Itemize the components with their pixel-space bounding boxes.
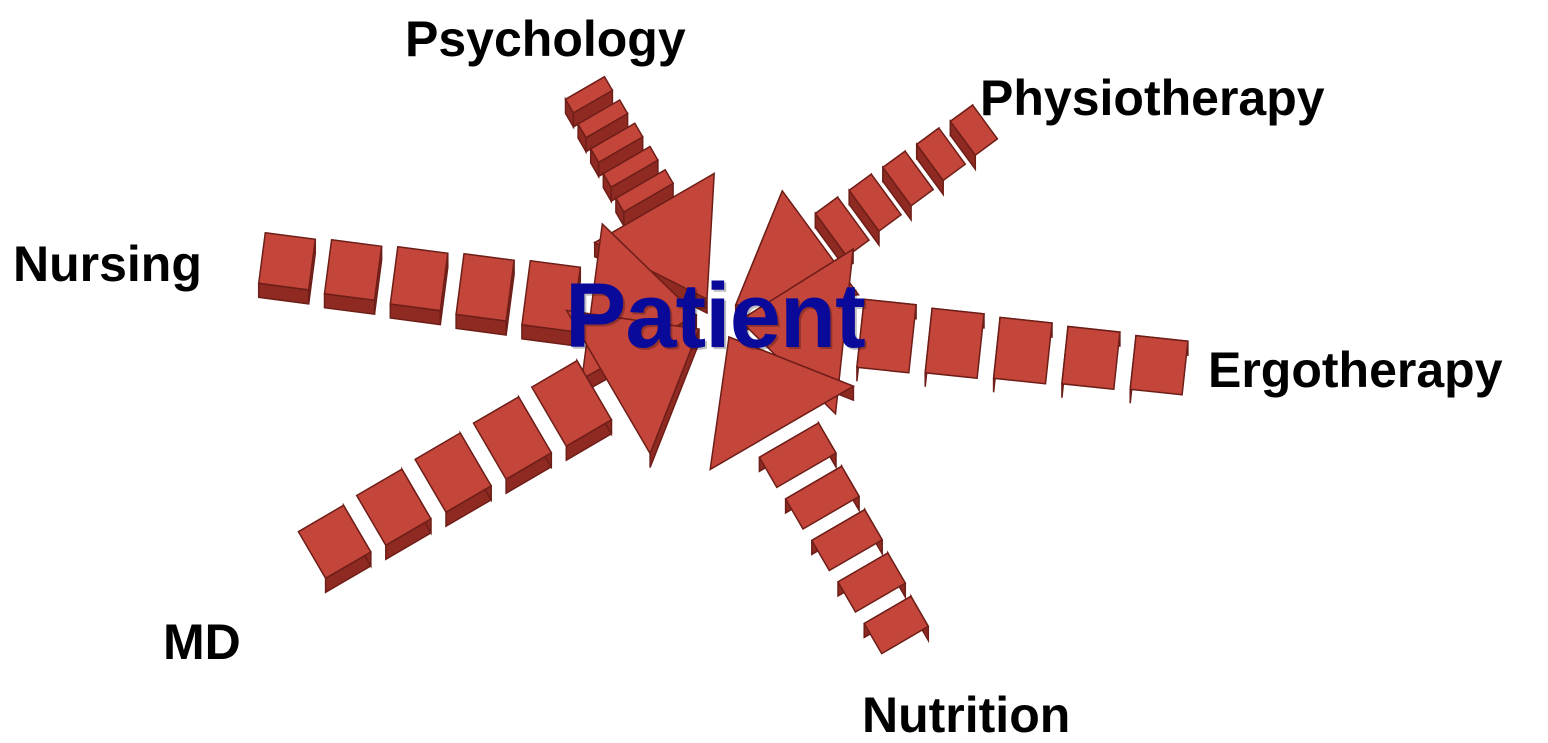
arrow-block: [857, 299, 916, 373]
label-psychology: Psychology: [405, 14, 686, 64]
arrow-nutrition: [710, 337, 928, 654]
center-label-patient: Patient: [565, 270, 865, 362]
arrow-block: [259, 233, 316, 290]
arrow-block: [1062, 327, 1120, 390]
arrow-block: [325, 240, 382, 301]
label-nursing: Nursing: [13, 239, 202, 289]
label-physiotherapy: Physiotherapy: [980, 73, 1325, 123]
arrow-block: [994, 317, 1052, 383]
label-md: MD: [163, 617, 241, 667]
arrow-block: [456, 254, 514, 321]
arrow-block: [925, 308, 984, 378]
arrow-block: [1130, 336, 1188, 395]
arrow-block: [812, 510, 882, 571]
arrow-block: [390, 247, 448, 311]
label-nutrition: Nutrition: [862, 690, 1070, 740]
arrow-block: [838, 553, 905, 612]
arrow-block: [864, 596, 928, 653]
label-ergotherapy: Ergotherapy: [1208, 345, 1503, 395]
